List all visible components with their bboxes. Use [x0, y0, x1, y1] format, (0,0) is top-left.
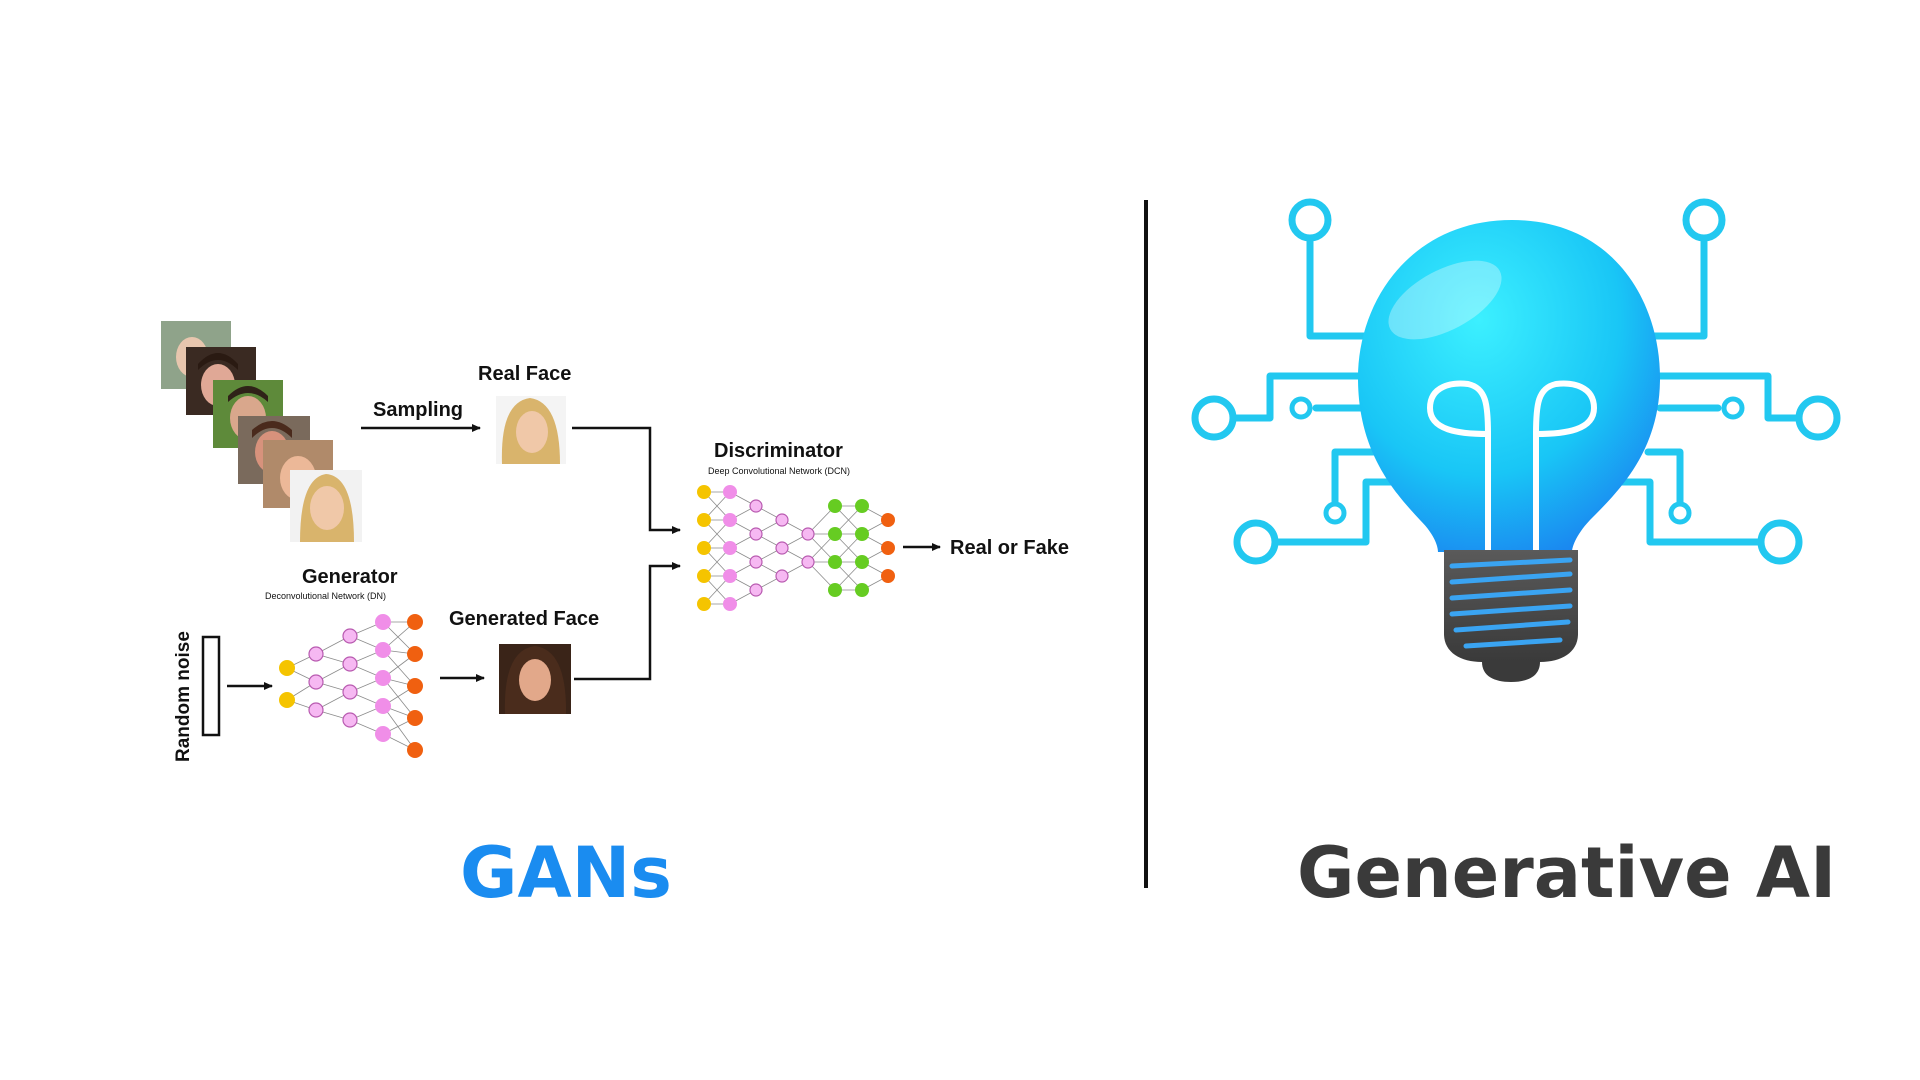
generated-face-label: Generated Face	[449, 608, 599, 630]
random-noise-label: Random noise	[173, 631, 194, 762]
discriminator-subtitle: Deep Convolutional Network (DCN)	[708, 466, 850, 476]
sampling-label: Sampling	[373, 399, 463, 421]
bulb-glass	[1358, 220, 1660, 552]
discriminator-label: Discriminator	[714, 440, 843, 462]
generator-network	[279, 614, 423, 758]
real-faces-stack	[161, 321, 362, 542]
generator-subtitle: Deconvolutional Network (DN)	[265, 591, 386, 601]
face-photo-icon	[499, 644, 571, 714]
circuit-lightbulb-icon	[1191, 198, 1841, 682]
generative-ai-caption: Generative AI	[1297, 832, 1837, 914]
discriminator-network	[697, 485, 895, 611]
noise-vector-box	[201, 635, 221, 737]
face-photo-icon	[290, 470, 362, 542]
bulb-highlight	[1388, 260, 1502, 340]
bulb-tip	[1482, 662, 1540, 682]
real-face-label: Real Face	[478, 363, 571, 385]
gans-caption: GANs	[460, 832, 672, 914]
bulb-filament	[1426, 380, 1598, 553]
generated-to-discriminator-connector	[574, 562, 681, 681]
real-to-discriminator-connector	[572, 426, 681, 534]
bulb-base-stripes	[1449, 557, 1573, 649]
real-or-fake-label: Real or Fake	[950, 537, 1069, 559]
generator-label: Generator	[302, 566, 398, 588]
face-photo-icon	[496, 396, 566, 464]
gans-diagram: Sampling Real Face Discriminator Deep Co…	[161, 321, 1069, 762]
